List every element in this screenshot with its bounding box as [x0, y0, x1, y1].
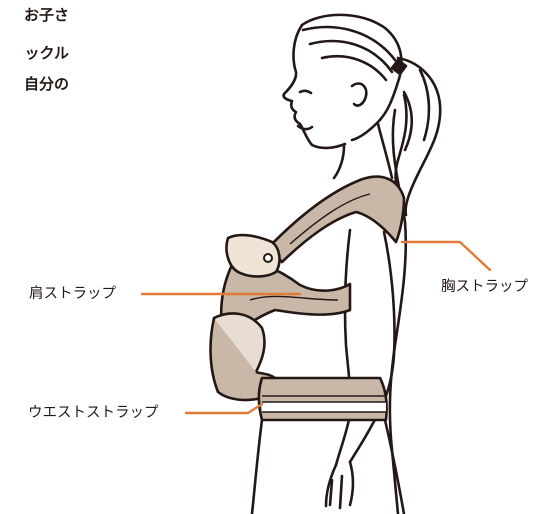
- waist-strap-leader: [186, 404, 262, 413]
- label-waist-strap: ウエストストラップ: [28, 402, 159, 424]
- waist-belt: [259, 378, 387, 420]
- shoulder-strap-band: [268, 177, 404, 262]
- label-chest-strap: 胸ストラップ: [441, 276, 528, 298]
- buckle-icon: [264, 254, 272, 262]
- arm-outline: [336, 230, 351, 465]
- front-lower-outline: [252, 420, 262, 514]
- label-shoulder-strap: 肩ストラップ: [29, 283, 116, 305]
- chest-strap-leader: [402, 242, 490, 270]
- head-outline: [302, 15, 402, 140]
- hand-outline: [326, 462, 353, 508]
